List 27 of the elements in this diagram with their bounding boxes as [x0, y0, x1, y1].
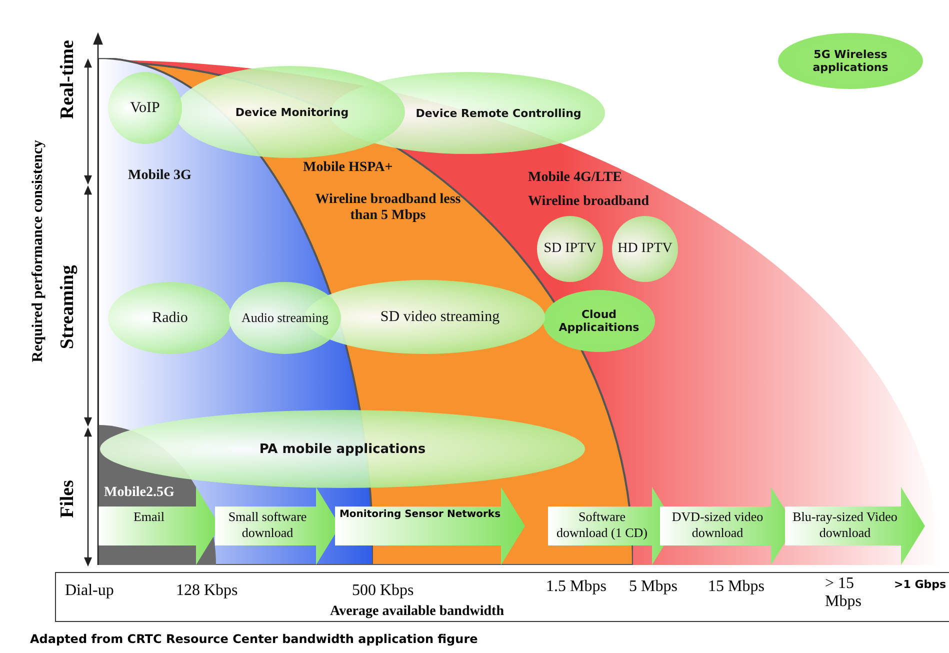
axis-segment-label: Streaming — [57, 265, 79, 350]
banner-label: Email — [132, 508, 166, 524]
tick-label: >1 Gbps — [894, 578, 946, 591]
banner-label: Software download (1 CD) — [556, 508, 648, 540]
axis-title: Required performance consistency — [30, 140, 47, 362]
region-label: Wireline broadband less than 5 Mbps — [314, 192, 462, 224]
axis-title: Average available bandwidth — [330, 604, 504, 620]
region-label: Wireline broadband — [528, 194, 649, 210]
region-label: Mobile 4G/LTE — [528, 170, 622, 186]
region-label: Mobile2.5G — [104, 485, 174, 501]
tick-label: 5 Mbps — [629, 578, 678, 596]
banner-label: Small software download — [227, 508, 308, 540]
tick-label: 500 Kbps — [352, 582, 414, 600]
banner-label: Blu-ray-sized Video download — [792, 508, 898, 540]
region-label: Mobile HSPA+ — [303, 160, 393, 176]
tick-label: Dial-up — [65, 582, 114, 600]
ellipse-bubble: 5G Wireless applications — [778, 33, 923, 89]
caption: Adapted from CRTC Resource Center bandwidth application figure — [30, 632, 478, 646]
tick-label: 1.5 Mbps — [546, 578, 606, 596]
tick-label: 15 Mbps — [708, 578, 764, 596]
region-label: Mobile 3G — [128, 168, 192, 184]
tick-label: 128 Kbps — [176, 582, 238, 600]
axis-segment-label: Files — [57, 480, 79, 518]
banner-label: DVD-sized video download — [670, 508, 764, 540]
banner-label: Monitoring Sensor Networks — [339, 508, 501, 520]
tick-label: > 15 Mbps — [825, 575, 862, 611]
axis-segment-label: Real-time — [57, 40, 79, 120]
